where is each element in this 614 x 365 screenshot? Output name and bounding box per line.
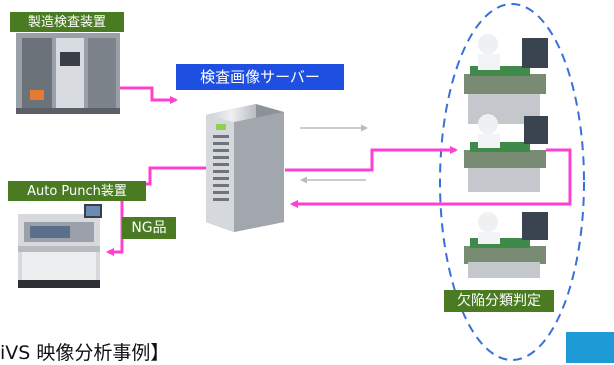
image-server-label: 検査画像サーバー [176,64,344,90]
operator-station-3 [464,212,548,278]
gray-arrows [300,124,368,184]
arrow-device-to-server [120,86,178,104]
ng-item-label: NG品 [122,217,176,239]
server-icon [206,104,284,232]
auto-punch-machine-image [18,204,102,288]
operator-station-2 [464,114,548,192]
auto-punch-label: Auto Punch装置 [8,181,146,201]
arrow-station-to-server [290,148,572,208]
page-caption: iVS 映像分析事例】 [0,342,170,364]
operator-group-boundary [439,3,585,361]
corner-accent [566,332,614,363]
inspection-device-label: 製造検査装置 [10,12,124,32]
inspection-machine-image [16,33,120,114]
defect-classification-label: 欠陥分類判定 [444,290,554,312]
operator-station-1 [464,34,548,124]
arrow-server-to-station [285,146,458,172]
